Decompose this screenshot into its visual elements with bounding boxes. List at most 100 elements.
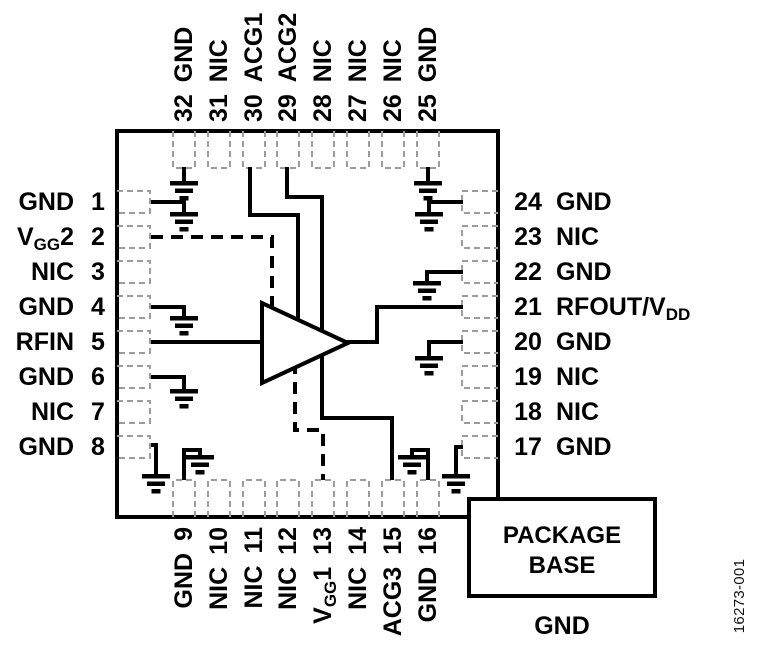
pin-3-name: NIC: [30, 258, 74, 286]
pad-pin-2: [117, 225, 151, 249]
pin-13-name: VGG1: [309, 566, 340, 624]
pin-28-number: 28: [309, 94, 337, 122]
pin-8-label: GND 8: [0, 432, 122, 462]
rfout-trace: [346, 305, 463, 344]
ground-wire-pin-1: [151, 200, 186, 212]
pin-15-name: ACG3: [379, 566, 407, 637]
amplifier-icon: [260, 299, 353, 387]
pin-10-name: NIC: [205, 566, 233, 610]
pin-22-number: 22: [514, 258, 542, 286]
pad-pin-8: [117, 435, 151, 459]
acg3-trace: [320, 354, 394, 480]
pin-26-name: NIC: [379, 39, 407, 83]
pad-pin-20: [461, 330, 498, 354]
pad-pin-24: [461, 190, 498, 214]
pin-9-name: GND: [170, 552, 198, 609]
pin-12-name: NIC: [274, 566, 302, 610]
pin-18-label: 18 NIC: [506, 397, 599, 427]
ground-wire-pin-8: [151, 443, 158, 474]
pin-15-label: ACG315: [379, 527, 407, 648]
pin-2-label: VGG2 2: [0, 222, 122, 254]
pad-pin-19: [461, 365, 498, 389]
pin-11-name: NIC: [240, 565, 268, 609]
pin-16-name: GND: [414, 566, 442, 623]
pin-9-number: 9: [170, 527, 198, 541]
pin-17-name: GND: [556, 433, 612, 461]
pin-2-number: 2: [91, 223, 105, 251]
pin-7-label: NIC 7: [0, 397, 122, 427]
pin-26-number: 26: [379, 94, 407, 122]
pin-18-name: NIC: [556, 398, 600, 426]
pin-10-label: NIC 10: [205, 527, 233, 648]
pin-7-number: 7: [91, 398, 105, 426]
vgg1-trace-dashed: [293, 362, 325, 480]
pad-pin-3: [117, 260, 151, 284]
pin-6-name: GND: [18, 363, 74, 391]
ground-wire-pin-20: [427, 340, 463, 356]
pin-16-number: 16: [414, 527, 442, 555]
pin-17-label: 17 GND: [506, 432, 612, 462]
pin-32-number: 32: [170, 94, 198, 122]
figure-number: 16273-001: [731, 558, 748, 634]
pin-31-number: 31: [205, 94, 233, 122]
pin-29-label: 29ACG2: [274, 0, 302, 122]
pin-29-number: 29: [274, 94, 302, 122]
pin-8-name: GND: [18, 433, 74, 461]
package-base-ground-label: GND: [534, 612, 590, 640]
pin-22-label: 22 GND: [506, 257, 612, 287]
pin-1-name: GND: [18, 188, 74, 216]
pin-20-number: 20: [514, 328, 542, 356]
pin-1-number: 1: [91, 188, 105, 216]
pad-pin-1: [117, 190, 151, 214]
pin-1-label: GND 1: [0, 187, 122, 217]
vgg2-trace-dashed: [151, 235, 274, 312]
pin-12-number: 12: [274, 527, 302, 555]
pin-pads: [117, 131, 498, 517]
pin-10-number: 10: [205, 527, 233, 555]
pin-3-number: 3: [91, 258, 105, 286]
pin-14-number: 14: [344, 527, 372, 555]
pin-12-label: NIC 12: [274, 527, 302, 648]
pin-5-name: RFIN: [15, 328, 74, 356]
pad-pin-17: [461, 435, 498, 459]
ground-wire-pin-17: [454, 445, 463, 474]
package-base-box: [467, 497, 657, 598]
pin-30-name: ACG1: [240, 12, 268, 83]
pad-pin-7: [117, 400, 151, 424]
pin-24-name: GND: [556, 188, 612, 216]
pin-18-number: 18: [514, 398, 542, 426]
pin-31-name: NIC: [205, 39, 233, 83]
package-base-line1: PACKAGE: [502, 522, 622, 549]
pad-pin-4: [117, 295, 151, 319]
ground-wire-pin-22: [425, 270, 463, 281]
pin-11-label: NIC11: [240, 527, 268, 648]
pin-3-label: NIC 3: [0, 257, 122, 287]
pin-30-number: 30: [240, 94, 268, 122]
pin-16-label: GND 16: [414, 527, 442, 648]
pin-2-name: VGG2: [16, 223, 74, 254]
pin-4-number: 4: [91, 293, 105, 321]
pin-7-name: NIC: [30, 398, 74, 426]
pin-27-name: NIC: [344, 39, 372, 83]
pin-14-name: NIC: [344, 566, 372, 610]
pin-23-name: NIC: [556, 223, 600, 251]
pin-19-name: NIC: [556, 363, 600, 391]
pin-23-number: 23: [514, 223, 542, 251]
pin-30-label: 30 ACG1: [240, 0, 268, 122]
ground-wire-pin-24: [427, 200, 463, 212]
pin-8-number: 8: [91, 433, 105, 461]
ground-wire-pin-16: [410, 448, 430, 480]
signal-traces: [151, 167, 463, 480]
pin-21-number: 21: [514, 293, 542, 321]
pin-17-number: 17: [514, 433, 542, 461]
gate-bias-traces: [151, 235, 325, 480]
pad-pin-6: [117, 365, 151, 389]
pin-22-name: GND: [556, 258, 612, 286]
